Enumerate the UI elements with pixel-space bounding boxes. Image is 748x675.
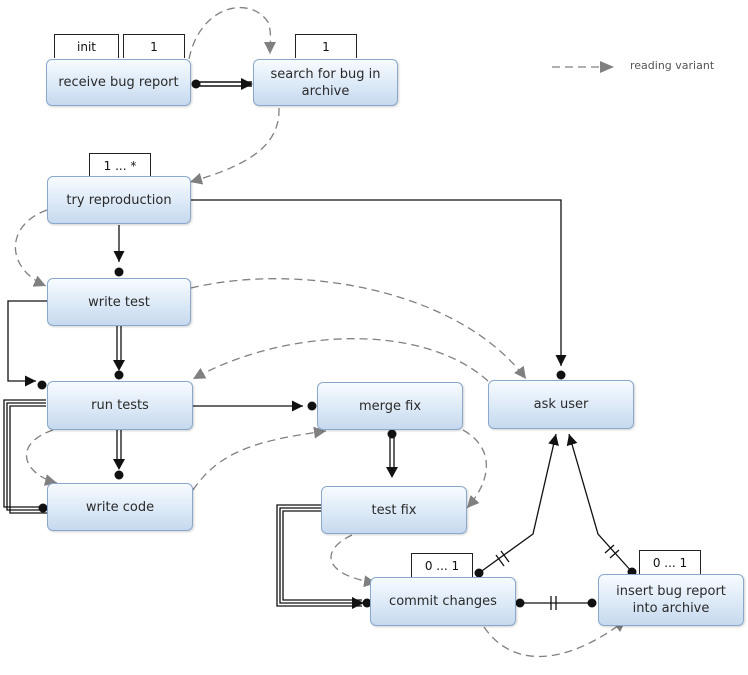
dashed-ask-user-to-run-tests [192,338,489,382]
node-receive-bug-report[interactable]: receive bug report [46,59,191,106]
dashed-test-fix-to-commit [330,534,377,588]
edge-receive-to-search-arrowhead [241,78,253,90]
edge-merge-to-test-fix-dot [387,429,397,439]
edge-test-fix-to-commit-dot [362,598,372,608]
edge-commit-to-insert-dot-right [587,598,597,608]
node-search-for-bug[interactable]: search for bug in archive [253,59,398,106]
dashed-run-tests-to-write-code [25,429,58,486]
edge-run-tests-to-write-code-arrowhead [113,459,125,470]
edge-run-tests-to-merge-dot [307,401,317,411]
edge-write-test-loop [7,300,47,387]
edge-try-to-ask-user [191,199,567,366]
legend-arrowhead [600,61,614,73]
edge-write-test-loop-dot [37,380,47,390]
dashed-write-code-to-merge [192,426,327,491]
edge-test-fix-to-commit [276,504,362,607]
card-insert-count: 0 ... 1 [639,550,701,574]
node-commit-changes[interactable]: commit changes [370,577,516,626]
edge-try-to-write-test-dot [114,267,124,277]
edge-insert-to-ask-user-ticks [604,544,620,559]
card-init: init [54,34,119,58]
edge-commit-to-insert-dot-left [515,598,525,608]
dashed-receive-to-search [188,6,277,60]
edge-run-tests-to-write-code-dot [114,470,124,480]
card-try-count: 1 ... * [89,153,151,177]
node-try-reproduction[interactable]: try reproduction [47,176,191,224]
edge-commit-to-ask-user-ticks [495,550,510,567]
node-test-fix[interactable]: test fix [321,486,467,534]
edge-test-fix-to-commit-arrowhead [352,597,364,609]
node-run-tests[interactable]: run tests [47,381,193,430]
edge-write-test-to-run-tests-arrowhead [113,360,125,371]
dashed-search-to-try [189,107,280,185]
edge-merge-to-test-fix [389,437,395,472]
dashed-merge-to-test-fix [462,429,487,509]
edge-write-code-to-run-tests [3,399,47,514]
edge-receive-to-search-dot [191,79,201,89]
edge-commit-to-ask-user-dot [474,568,484,578]
edge-write-code-dot [38,503,48,513]
card-search-count: 1 [295,34,357,58]
edge-insert-to-ask-user [566,433,633,573]
dashed-try-to-write-test [14,209,48,287]
legend-reading-variant: reading variant [630,59,715,72]
dashed-write-test-to-ask-user [190,278,527,380]
edge-write-test-to-run-tests [116,326,122,366]
edge-commit-to-ask-user [478,433,559,574]
edge-write-test-to-run-tests-dot [114,370,124,380]
card-receive-count: 1 [123,34,185,58]
node-insert-bug-report[interactable]: insert bug report into archive [598,574,744,626]
node-merge-fix[interactable]: merge fix [317,382,463,430]
edge-merge-to-test-fix-arrowhead [386,467,398,478]
edge-try-to-ask-user-dot [556,370,566,380]
node-ask-user[interactable]: ask user [488,380,634,429]
edge-commit-to-insert-ticks [550,596,557,610]
dashed-commit-to-insert [483,619,627,658]
node-write-code[interactable]: write code [47,483,193,531]
card-commit-count: 0 ... 1 [411,553,473,577]
node-write-test[interactable]: write test [47,278,191,326]
